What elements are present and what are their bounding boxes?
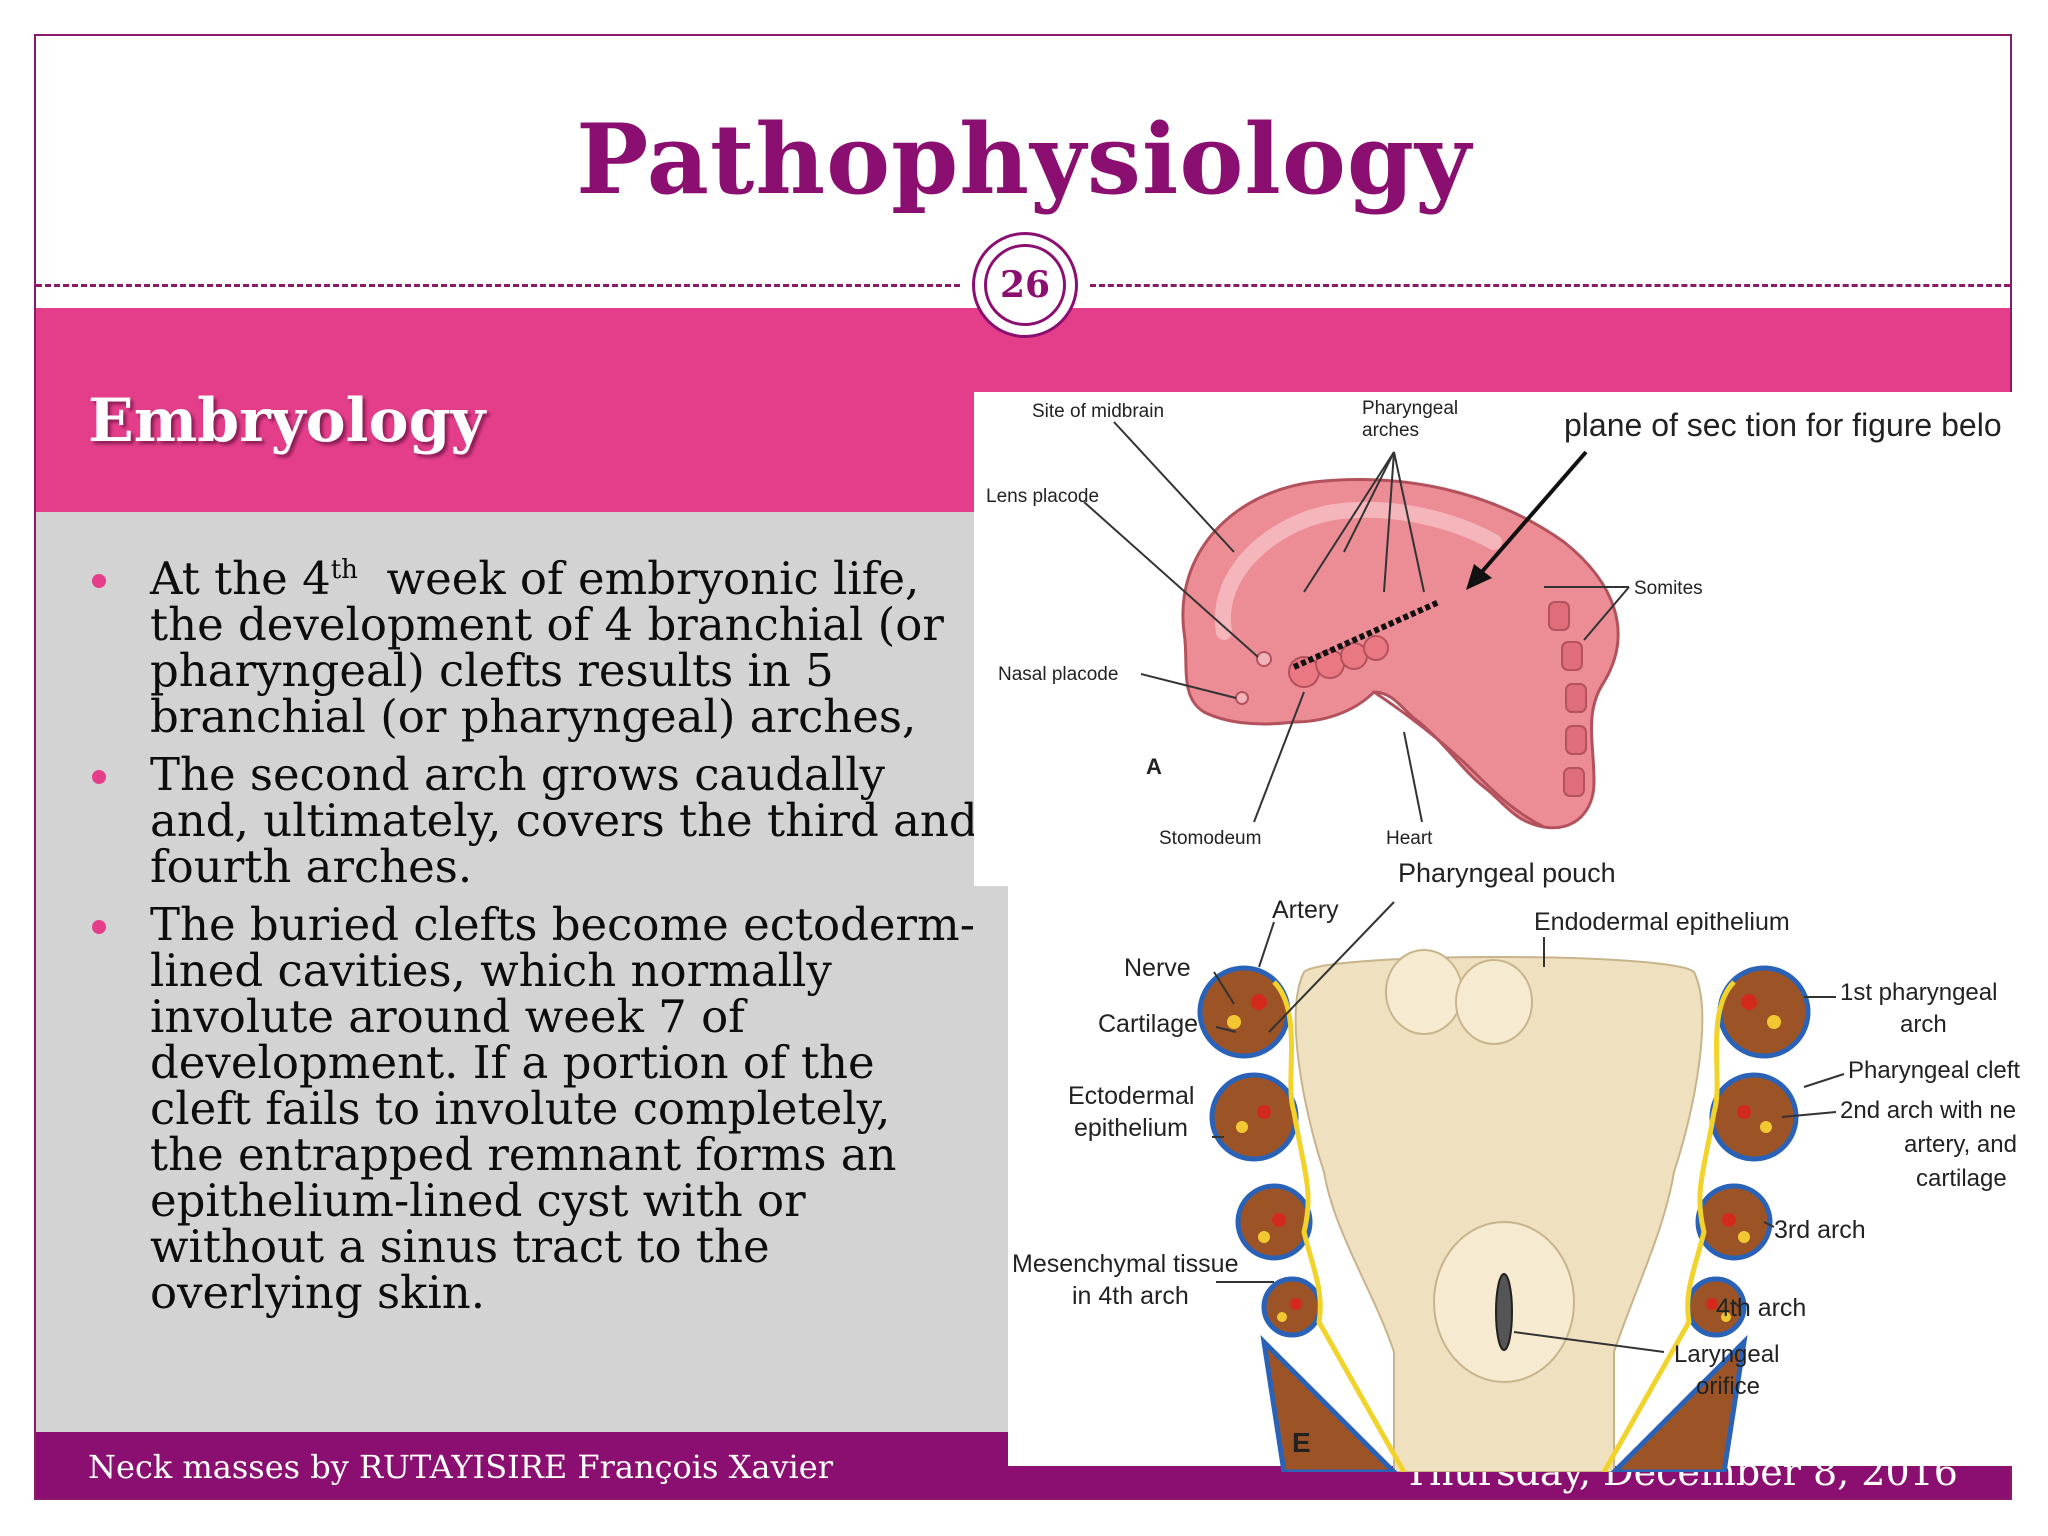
label-pharyngeal-arches: Pharyngeal bbox=[1362, 398, 1458, 419]
label-pharyngeal-arches: arches bbox=[1362, 420, 1419, 441]
label-third-arch: 3rd arch bbox=[1774, 1216, 1866, 1244]
label-laryngeal: orifice bbox=[1696, 1373, 1760, 1400]
label-second-arch: 2nd arch with ne bbox=[1840, 1097, 2016, 1124]
bullet-text: The buried clefts become ectoderm-lined … bbox=[150, 898, 975, 1319]
label-plane: plane of sec tion for figure belo bbox=[1564, 407, 2002, 443]
slide-title: Pathophysiology bbox=[576, 103, 1472, 216]
bullet-text: week of embryonic life, the development … bbox=[150, 552, 959, 743]
embryology-figure-svg: Site of midbrain Pharyngeal arches plane… bbox=[974, 392, 2048, 1472]
bottom-leader-lines bbox=[1212, 901, 1845, 1353]
label-artery: Artery bbox=[1272, 896, 1339, 924]
bullet-icon bbox=[92, 920, 106, 934]
slide-number-badge: 26 bbox=[972, 232, 1078, 338]
section-arrow-head bbox=[1466, 564, 1492, 590]
label-nasal: Nasal placode bbox=[998, 664, 1118, 685]
bullet-text: The second arch grows caudally and, ulti… bbox=[150, 748, 978, 893]
label-cleft: Pharyngeal cleft bbox=[1848, 1057, 2020, 1084]
label-fourth-arch: 4th arch bbox=[1716, 1294, 1806, 1322]
bullet-item: The second arch grows caudally and, ulti… bbox=[88, 752, 978, 890]
slide-number: 26 bbox=[984, 244, 1066, 326]
bullet-icon bbox=[92, 770, 106, 784]
bullet-item: At the 4th week of embryonic life, the d… bbox=[88, 556, 978, 740]
content-panel bbox=[36, 512, 1010, 1432]
label-first-arch: arch bbox=[1900, 1011, 1947, 1038]
embryology-figure: Site of midbrain Pharyngeal arches plane… bbox=[974, 392, 2048, 1472]
bullet-list: At the 4th week of embryonic life, the d… bbox=[88, 556, 978, 1328]
bullet-superscript: th bbox=[330, 555, 358, 585]
label-first-arch: 1st pharyngeal bbox=[1840, 979, 1997, 1006]
label-lens: Lens placode bbox=[986, 486, 1099, 507]
footer-author: Neck masses by RUTAYISIRE François Xavie… bbox=[88, 1448, 833, 1486]
label-mesenchymal: in 4th arch bbox=[1072, 1282, 1189, 1310]
label-second-arch: cartilage bbox=[1916, 1165, 2007, 1192]
section-heading: Embryology bbox=[88, 386, 486, 456]
label-pouch: Pharyngeal pouch bbox=[1398, 858, 1616, 888]
panel-letter-e: E bbox=[1292, 1427, 1311, 1458]
label-nerve: Nerve bbox=[1124, 954, 1191, 982]
divider-right bbox=[1090, 284, 2010, 287]
label-laryngeal: Laryngeal bbox=[1674, 1341, 1779, 1368]
label-somites: Somites bbox=[1634, 578, 1703, 599]
bullet-lead: At the 4 bbox=[150, 552, 331, 605]
label-heart: Heart bbox=[1386, 828, 1433, 849]
label-ectodermal: Ectodermal bbox=[1068, 1082, 1194, 1110]
label-stomodeum: Stomodeum bbox=[1159, 828, 1261, 849]
label-endodermal: Endodermal epithelium bbox=[1534, 908, 1790, 936]
label-midbrain: Site of midbrain bbox=[1032, 401, 1164, 422]
label-mesenchymal: Mesenchymal tissue bbox=[1012, 1250, 1238, 1278]
bullet-icon bbox=[92, 574, 106, 588]
label-second-arch: artery, and bbox=[1904, 1131, 2017, 1158]
label-cartilage: Cartilage bbox=[1098, 1010, 1198, 1038]
top-leader-lines bbox=[1083, 421, 1630, 823]
panel-letter-a: A bbox=[1146, 754, 1162, 779]
bullet-item: The buried clefts become ectoderm-lined … bbox=[88, 902, 978, 1316]
label-ectodermal: epithelium bbox=[1074, 1114, 1188, 1142]
divider-left bbox=[36, 284, 960, 287]
section-arrow bbox=[1478, 450, 1588, 576]
